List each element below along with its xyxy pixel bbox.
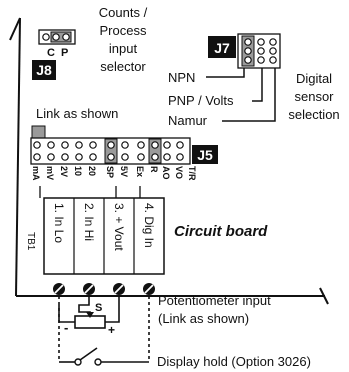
terminal-labels: 1. In Lo 2. In Hi 3. + Vout 4. Dig In <box>52 203 156 251</box>
pot-caption-line-2: (Link as shown) <box>158 311 249 326</box>
j8-pin-label-c: C <box>47 47 55 59</box>
j5-pin <box>33 141 41 149</box>
j8-caption-line-2: Process <box>100 23 147 38</box>
display-hold-caption: Display hold (Option 3026) <box>157 354 311 369</box>
j5-pin <box>163 153 171 161</box>
j5-pin <box>107 153 115 161</box>
j5-pin <box>121 141 129 149</box>
j5-pin-label-tr: T/R <box>187 166 197 181</box>
terminal-block <box>43 197 165 275</box>
j5-pin <box>151 153 159 161</box>
j5-pin-label-2v: 2V <box>59 166 69 177</box>
board-title: Circuit board <box>174 223 268 240</box>
j5-pin <box>151 141 159 149</box>
j8-caption-line-3: input <box>109 41 138 56</box>
j7-options: NPN PNP / Volts Namur <box>168 70 234 128</box>
j5-pin <box>137 141 145 149</box>
j7-option-npn: NPN <box>168 70 195 85</box>
j7-jumper: J7 <box>208 33 281 69</box>
j7-option-namur: Namur <box>168 113 208 128</box>
j7-caption-line-1: Digital <box>296 71 332 86</box>
j7-label: J7 <box>214 40 230 56</box>
terminal-screws <box>53 283 155 295</box>
j5-pin <box>47 153 55 161</box>
j5-pin <box>75 141 83 149</box>
j5-pin-label-sp: SP <box>105 166 115 178</box>
j5-pin <box>163 141 171 149</box>
pot-label-plus: + <box>108 323 115 337</box>
j5-pin <box>176 141 184 149</box>
j5-pin-label-5v: 5V <box>119 166 129 177</box>
j5-pin <box>47 141 55 149</box>
j7-caption-line-2: sensor <box>294 89 334 104</box>
j7-option-pnp: PNP / Volts <box>168 93 234 108</box>
terminal-screw-3 <box>113 283 125 295</box>
j5-traces <box>39 186 141 198</box>
board-outline <box>9 17 329 305</box>
j5-pin <box>75 153 83 161</box>
terminal-2-label: 2. In Hi <box>82 203 96 241</box>
terminal-block-label: TB1 <box>25 232 36 251</box>
j5-pin-label-10: 10 <box>73 166 83 176</box>
potentiometer <box>74 312 106 329</box>
terminal-screw-1 <box>53 283 65 295</box>
j5-note: Link as shown <box>36 106 118 121</box>
j8-label: J8 <box>36 62 52 78</box>
external-wiring <box>58 296 150 363</box>
j5-label: J5 <box>197 147 213 163</box>
j5-pin <box>107 141 115 149</box>
j5-pin-label-ao: AO <box>161 166 171 180</box>
j7-leader-lines <box>206 68 276 122</box>
pot-caption-line-1: Potentiometer input <box>158 293 271 308</box>
j5-pin <box>121 153 129 161</box>
j5-pin <box>61 153 69 161</box>
potentiometer-labels: S - + <box>64 302 115 337</box>
pot-label-minus: - <box>64 320 68 335</box>
j7-caption: Digital sensor selection <box>288 71 339 122</box>
j5-pin <box>33 153 41 161</box>
terminal-screw-2 <box>83 283 95 295</box>
j5-pin-label-ex: Ex <box>135 166 145 177</box>
terminal-3-label: 3. + Vout <box>112 203 126 251</box>
j5-pin <box>61 141 69 149</box>
j5-pin <box>137 153 145 161</box>
j5-pin-label-20: 20 <box>87 166 97 176</box>
j5-pin-labels: mA mV 2V 10 20 SP 5V Ex R AO VO T/R <box>31 166 197 181</box>
j5-pin-label-mv: mV <box>45 166 55 180</box>
j5-pin <box>176 153 184 161</box>
j8-jumper: C P J8 <box>32 29 76 80</box>
j8-caption-line-1: Counts / <box>99 5 148 20</box>
j5-pin <box>89 153 97 161</box>
j5-pin-label-vo: VO <box>174 166 184 179</box>
j8-pin-label-p: P <box>61 47 68 59</box>
j5-pin <box>89 141 97 149</box>
terminal-4-label: 4. Dig In <box>142 203 156 248</box>
terminal-1-label: 1. In Lo <box>52 203 66 243</box>
j5-pin-label-ma: mA <box>31 166 41 181</box>
j7-caption-line-3: selection <box>288 107 339 122</box>
terminal-screw-4 <box>143 283 155 295</box>
pot-label-s: S <box>95 302 102 314</box>
display-hold-switch <box>74 358 102 366</box>
j5-pin-label-r: R <box>149 166 159 173</box>
j5-header <box>30 125 191 165</box>
j8-caption-line-4: selector <box>100 59 146 74</box>
j8-caption: Counts / Process input selector <box>99 5 148 74</box>
